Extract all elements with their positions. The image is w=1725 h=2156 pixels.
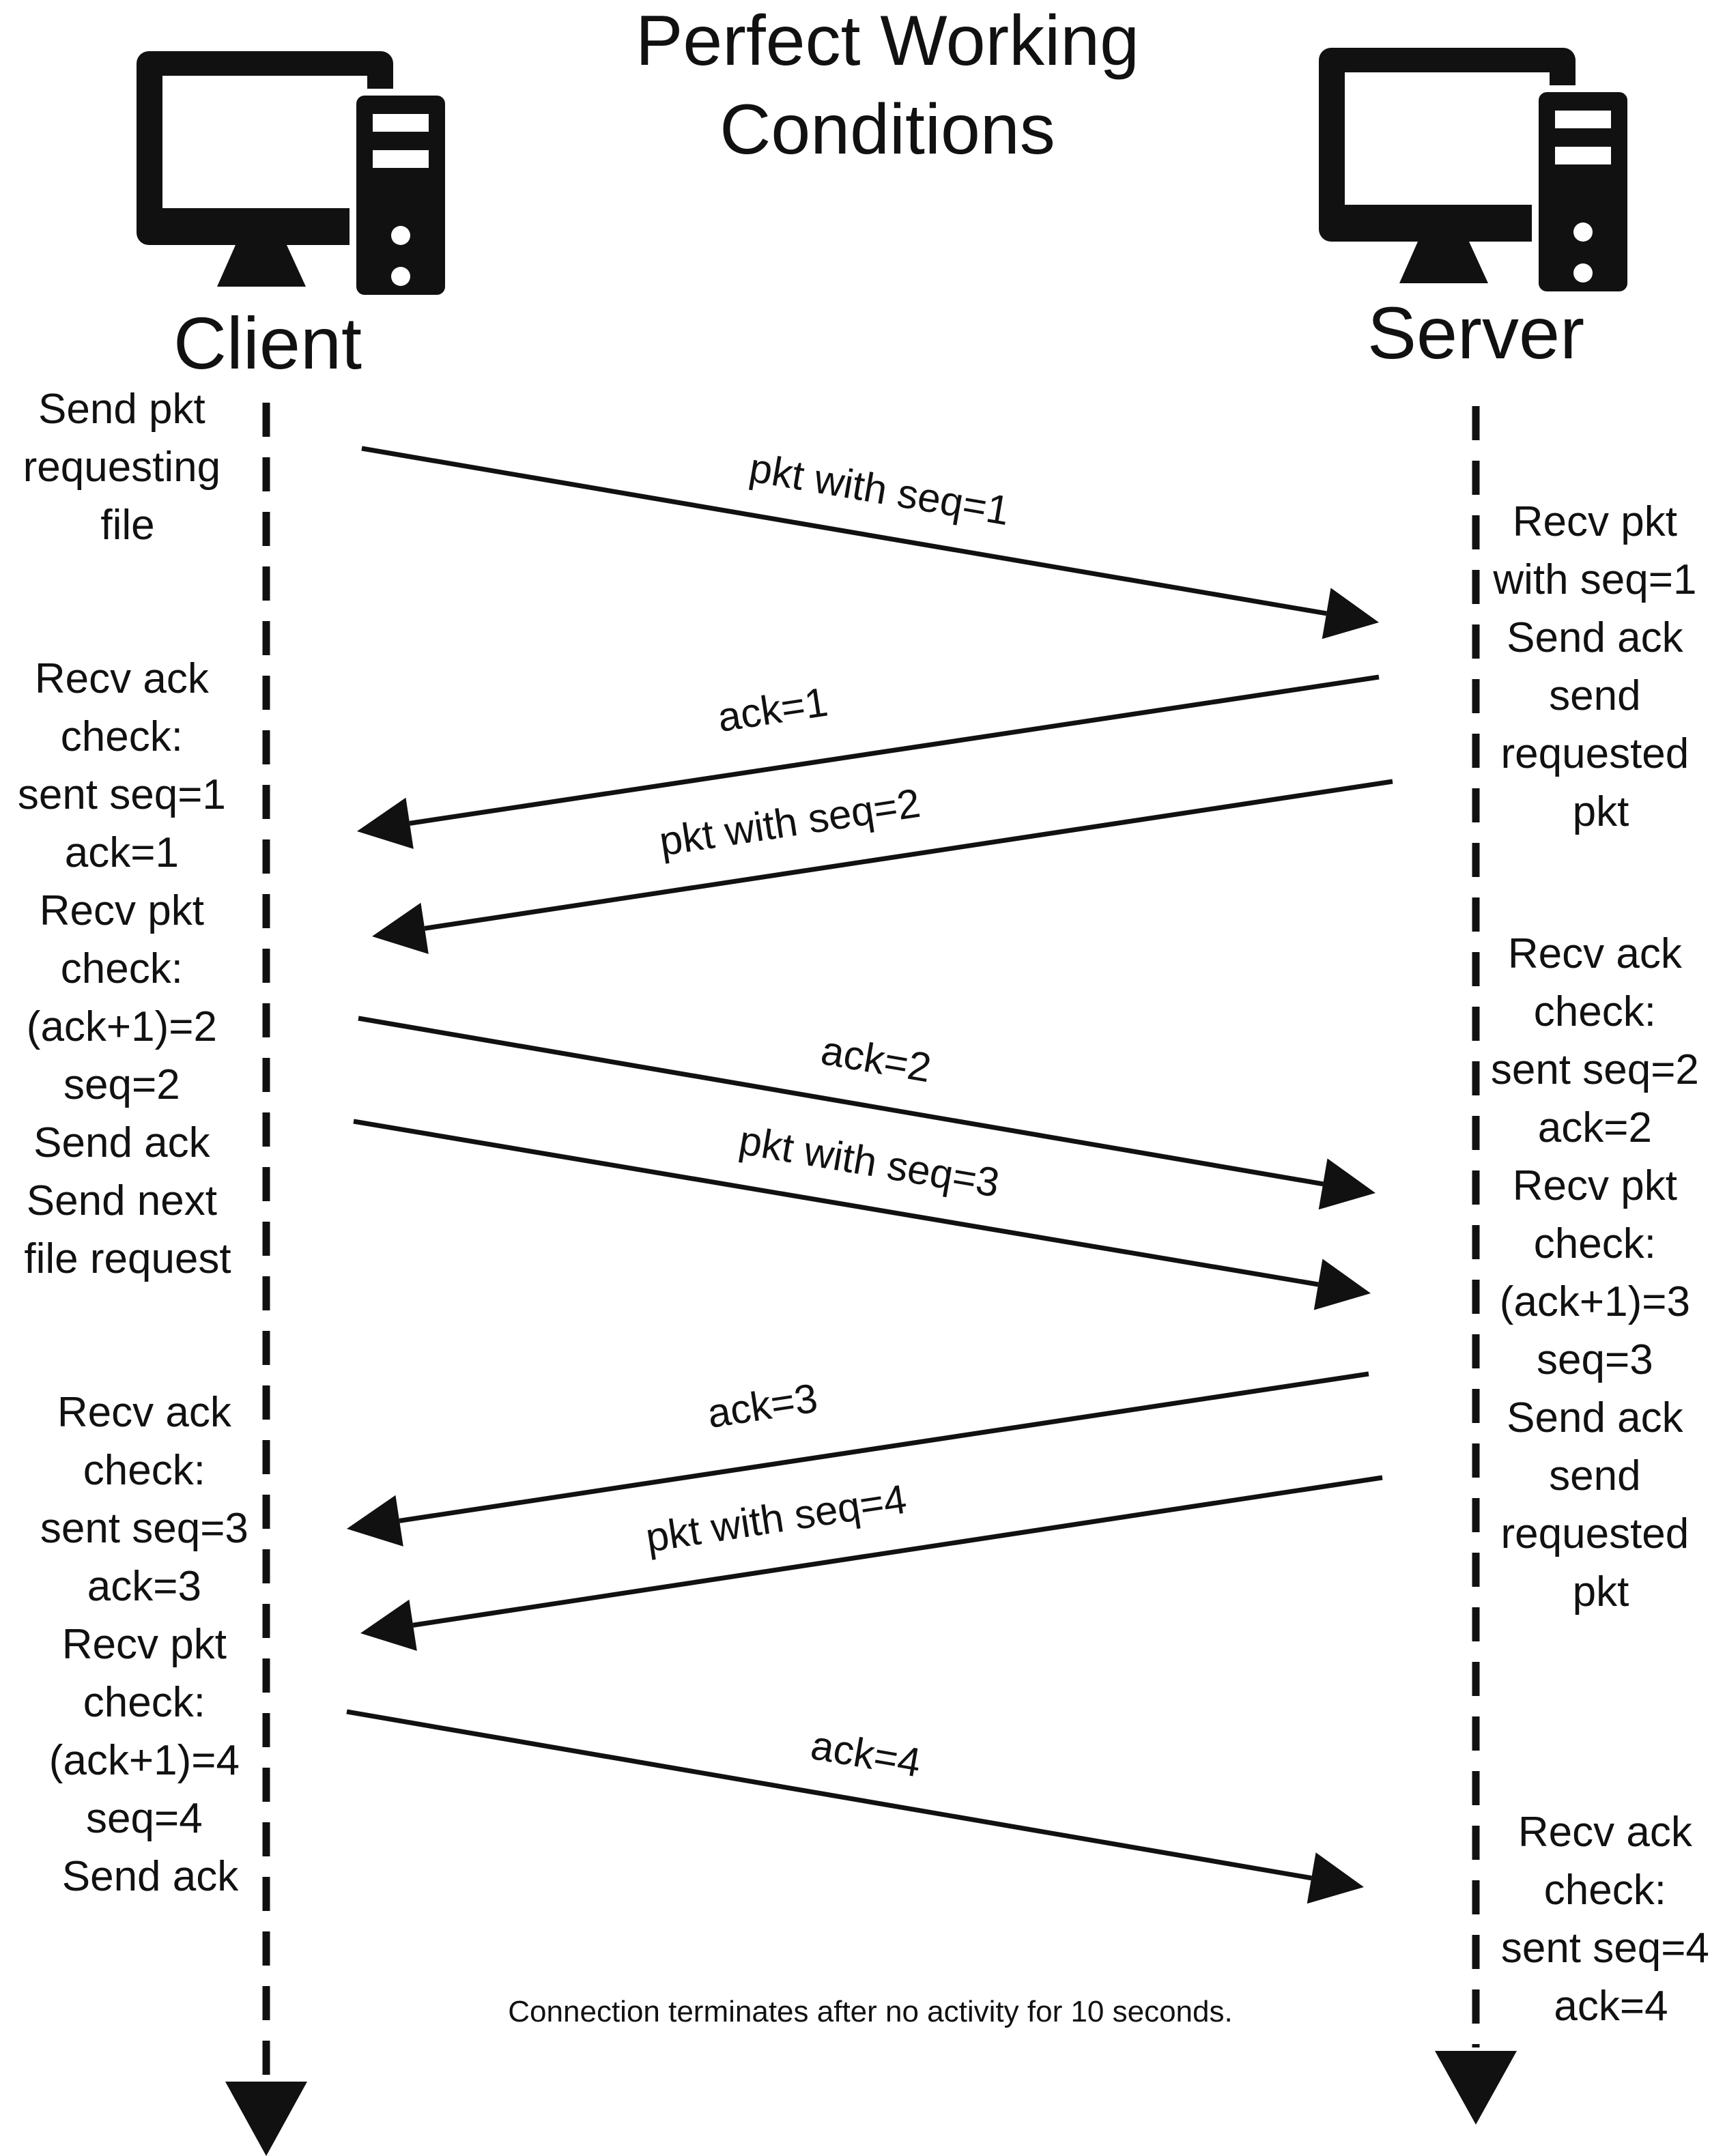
client-lifeline-arrowhead [225, 2082, 307, 2156]
message-label: ack=1 [715, 679, 831, 741]
message-arrow: ack=4 [346, 1709, 1364, 1904]
diagram-title-line-1: Perfect Working [636, 1, 1139, 81]
message-arrow-line [399, 1371, 1369, 1523]
footer-note: Connection terminates after no activity … [508, 1995, 1232, 2028]
message-arrowhead [1313, 1259, 1371, 1310]
client-desktop-computer-icon [137, 51, 452, 302]
message-arrowhead [360, 1599, 417, 1651]
message-label: pkt with seq=2 [656, 780, 923, 865]
message-arrow: pkt with seq=3 [353, 1117, 1371, 1310]
message-label: ack=4 [808, 1722, 924, 1786]
message-arrowhead [1322, 588, 1379, 639]
diagram-title-line-2: Conditions [719, 90, 1055, 169]
message-arrow-line [424, 779, 1393, 931]
message-label: pkt with seq=4 [642, 1476, 909, 1561]
message-arrow-line [346, 1709, 1312, 1881]
message-arrows: pkt with seq=1 ack=1 pkt with seq=2 ack=2 pk… [346, 444, 1393, 1904]
message-label: ack=3 [704, 1375, 821, 1436]
message-arrow-line [409, 674, 1380, 826]
message-arrow: pkt with seq=1 [361, 444, 1379, 639]
message-arrow-line [412, 1475, 1383, 1628]
client-note: Recv ack check: sent seq=1 ack=1 Recv pk… [18, 655, 238, 1282]
server-lifeline-arrowhead [1435, 2051, 1517, 2125]
server-label: Server [1367, 291, 1584, 374]
server-note: Recv ack check: sent seq=2 ack=2 Recv pk… [1491, 930, 1711, 1615]
message-arrow-line [358, 1016, 1324, 1187]
client-label: Client [173, 302, 362, 384]
message-arrowhead [372, 902, 429, 954]
message-arrowhead [357, 797, 414, 849]
server-desktop-computer-icon [1319, 48, 1634, 298]
server-note: Recv ack check: sent seq=4 ack=4 [1501, 1809, 1721, 2030]
message-arrow-line [353, 1119, 1319, 1287]
client-note: Recv ack check: sent seq=3 ack=3 Recv pk… [40, 1389, 260, 1900]
client-note: Send pkt requesting file [23, 386, 233, 549]
message-arrowhead [1318, 1158, 1375, 1210]
message-arrowhead [1307, 1852, 1364, 1904]
message-arrowhead [347, 1495, 403, 1547]
server-note: Recv pkt with seq=1 Send ack send reques… [1492, 498, 1708, 835]
message-arrow-line [361, 446, 1327, 616]
message-label: ack=2 [818, 1027, 935, 1091]
